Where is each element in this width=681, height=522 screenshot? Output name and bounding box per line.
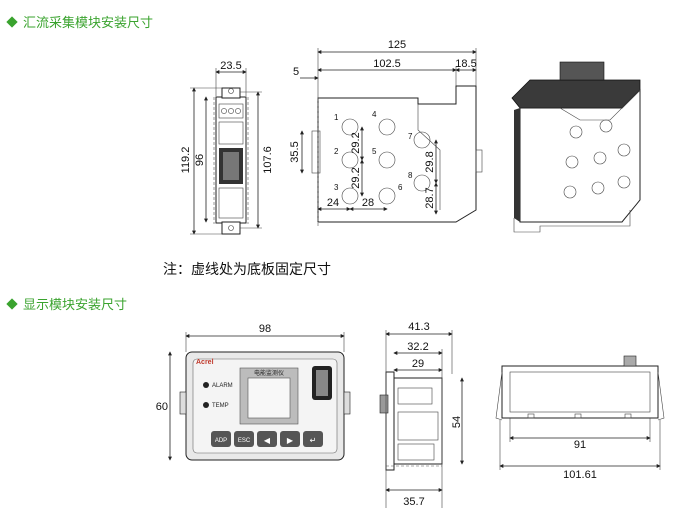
key-esc-button[interactable]: ESC <box>238 438 251 444</box>
display-side-view <box>379 330 464 508</box>
section-title-display: 显示模块安装尺寸 <box>6 294 128 313</box>
dim-side-v2: 29.2 <box>350 167 362 188</box>
lcd-title: 电能监测仪 <box>254 369 284 377</box>
dim-front-h1: 119.2 <box>180 147 192 174</box>
section-title-display-text: 显示模块安装尺寸 <box>23 298 128 313</box>
dim-display-width: 98 <box>259 323 271 335</box>
dim-side-v3: 29.8 <box>424 151 436 172</box>
dim-side-v4: 28.7 <box>424 187 436 208</box>
dim-display-height: 60 <box>156 401 168 413</box>
dim-side-v1: 29.2 <box>350 132 362 153</box>
display-front-view <box>168 332 351 461</box>
dim-display-side-b: 32.2 <box>407 341 428 353</box>
dim-front-h2: 96 <box>194 154 206 166</box>
key-left-button[interactable]: ◀ <box>264 436 271 445</box>
dim-side-b2: 28 <box>362 197 374 209</box>
hole-label: 1 <box>334 113 339 122</box>
dim-display-side-a: 41.3 <box>408 321 429 333</box>
dim-side-b1: 24 <box>327 197 339 209</box>
dim-side-inner: 102.5 <box>373 58 401 70</box>
collector-side-view <box>300 48 483 228</box>
dim-side-left: 5 <box>293 66 299 78</box>
brand-logo-text: Acrel <box>196 359 214 366</box>
key-adp-button[interactable]: ADP <box>215 438 227 444</box>
hole-label: 8 <box>408 171 413 180</box>
display-top-view <box>495 355 665 470</box>
dim-side-right: 18.5 <box>455 58 476 70</box>
dim-display-side-d: 54 <box>451 416 463 428</box>
temp-label: TEMP <box>212 403 229 409</box>
dim-side-total: 125 <box>388 39 406 51</box>
note-text: 注：虚线处为底板固定尺寸 <box>163 262 331 278</box>
dim-display-top-b: 101.61 <box>563 469 597 481</box>
dim-display-side-c: 29 <box>412 358 424 370</box>
dim-display-side-e: 35.7 <box>403 496 424 508</box>
hole-label: 5 <box>372 147 377 156</box>
hole-label: 2 <box>334 147 339 156</box>
dim-front-width: 23.5 <box>220 60 241 72</box>
hole-label: 6 <box>398 183 403 192</box>
dim-display-top-a: 91 <box>574 439 586 451</box>
dim-front-h3: 107.6 <box>262 146 274 174</box>
key-enter-button[interactable]: ↵ <box>310 436 317 445</box>
collector-front-view <box>190 68 262 235</box>
hole-label: 3 <box>334 183 339 192</box>
dim-side-h: 35.5 <box>289 141 301 162</box>
section-title-collector-text: 汇流采集模块安装尺寸 <box>23 16 154 31</box>
hole-label: 7 <box>408 132 413 141</box>
section-title-collector: 汇流采集模块安装尺寸 <box>6 12 154 31</box>
collector-3d-view <box>511 61 641 233</box>
key-right-button[interactable]: ▶ <box>287 436 294 445</box>
hole-label: 4 <box>372 110 377 119</box>
alarm-label: ALARM <box>212 383 233 389</box>
